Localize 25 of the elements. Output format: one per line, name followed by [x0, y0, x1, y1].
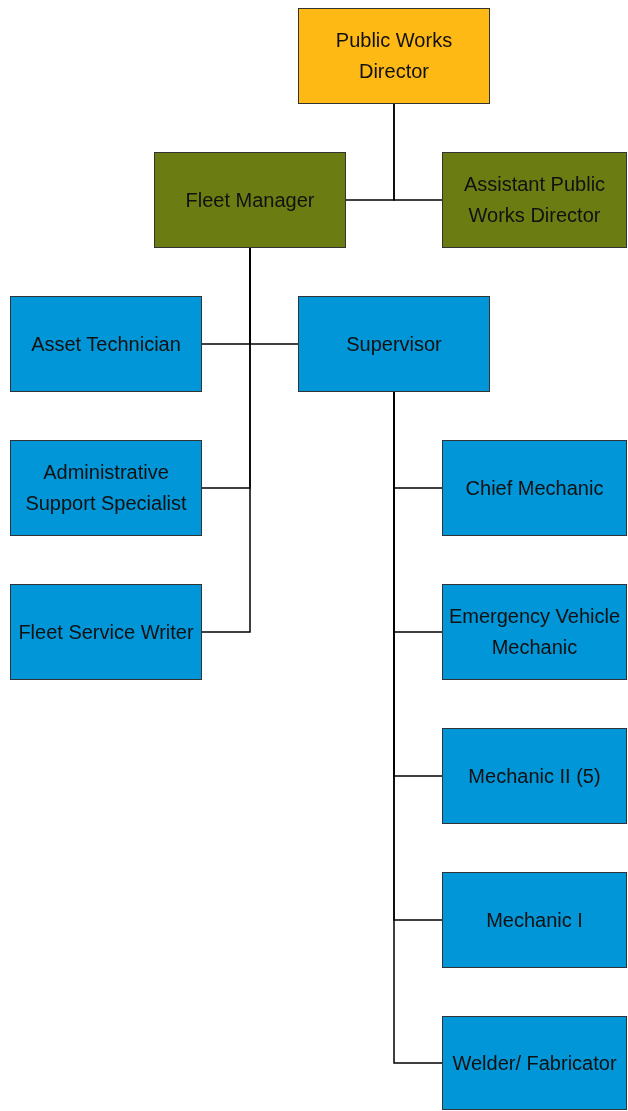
position-box [442, 584, 627, 680]
position-box [442, 728, 627, 824]
position-title: Asset Technician [31, 331, 181, 357]
position-box [10, 296, 202, 392]
connector-line [393, 103, 443, 201]
position-box [442, 872, 627, 968]
position-box [298, 8, 490, 104]
position-title: Public Works Director [334, 28, 454, 84]
position-box [10, 584, 202, 680]
position-title: Mechanic II (5) [468, 763, 601, 789]
position-title: Assistant Public Works Director [462, 172, 607, 228]
position-title: Chief Mechanic [465, 475, 604, 501]
position-title: Supervisor [346, 331, 442, 357]
position-title: Administrative Support Specialist [24, 460, 188, 516]
position-title: Welder/ Fabricator [452, 1050, 617, 1076]
position-box [298, 296, 490, 392]
position-box [442, 1016, 627, 1110]
position-box [442, 152, 627, 248]
position-title: Emergency Vehicle Mechanic [447, 604, 622, 660]
position-box [442, 440, 627, 536]
position-title: Fleet Manager [185, 187, 315, 213]
position-title: Fleet Service Writer [18, 619, 194, 645]
position-box [10, 440, 202, 536]
position-title: Mechanic I [486, 907, 583, 933]
position-box [154, 152, 346, 248]
